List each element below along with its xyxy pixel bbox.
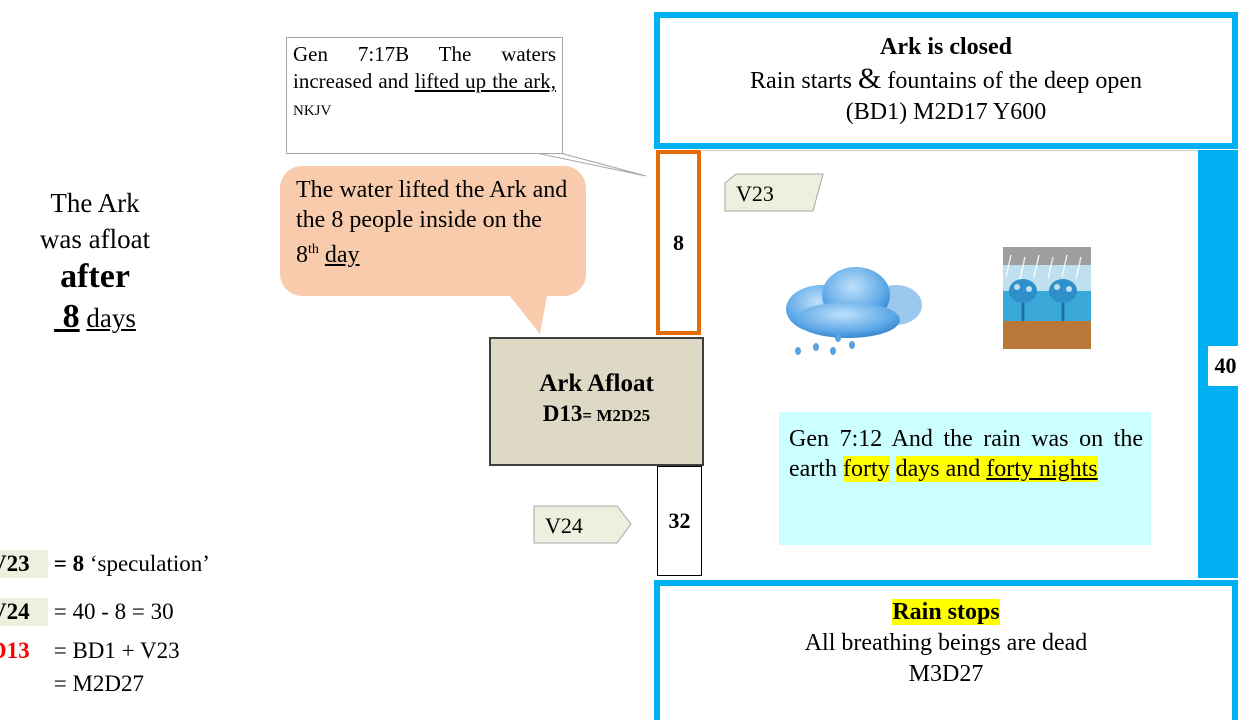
formula-v23-value: ‘speculation’ — [89, 551, 210, 576]
eight-day-bar: 8 — [656, 150, 701, 335]
thirty-two-day-bar: 32 — [657, 466, 702, 576]
rain-starts-line: Rain starts & fountains of the deep open — [750, 62, 1142, 95]
v23-tag-label: V23 — [736, 181, 774, 206]
v24-tag: V24 — [533, 505, 632, 544]
forty-day-label: 40 — [1208, 346, 1243, 386]
summary-line-1: The Ark — [50, 188, 140, 218]
rain-cloud-icon — [786, 267, 922, 355]
gen712-days-and: days and — [895, 456, 987, 482]
summary-line-2: was afloat — [39, 224, 151, 254]
afloat-summary: The Ark was afloat after 8 days — [0, 185, 190, 337]
summary-after: after — [60, 258, 130, 295]
v23-tag: V23 — [724, 173, 824, 212]
ark-afloat-box: Ark Afloat D13= M2D25 — [489, 337, 704, 466]
rain-stops-box: Rain stops All breathing beings are dead… — [654, 580, 1238, 720]
ark-afloat-date: D13= M2D25 — [542, 401, 651, 426]
bubble-day-number: 8 — [296, 242, 308, 268]
ark-afloat-title: Ark Afloat — [539, 370, 654, 397]
formula-key-v24: V24 — [0, 598, 48, 626]
quote-text: Gen 7:17B The waters increased and — [293, 42, 556, 93]
v24-tag-label: V24 — [545, 513, 583, 538]
bubble-ordinal: th — [308, 242, 319, 257]
start-date-line: (BD1) M2D17 Y600 — [845, 99, 1047, 125]
bubble-text: The water lifted the Ark and the 8 peopl… — [296, 177, 568, 233]
formula-v24-value: = 40 - 8 = 30 — [53, 599, 174, 624]
scripture-quote-callout: Gen 7:17B The waters increased and lifte… — [286, 37, 563, 154]
formula-d13-result: = M2D27 — [0, 670, 144, 698]
quote-version: NKJV — [293, 103, 332, 119]
formula-v23-bold: = 8 — [53, 551, 90, 576]
gen712-forty-nights: forty nights — [986, 456, 1098, 482]
summary-days-unit: days — [86, 303, 136, 333]
fountains-icon — [1003, 247, 1091, 349]
gen712-forty: forty — [842, 456, 890, 482]
formula-v24: V24 = 40 - 8 = 30 — [0, 598, 174, 626]
rain-stops-title: Rain stops — [892, 599, 1000, 625]
bubble-pointer — [505, 290, 548, 334]
formula-d13: D13 = BD1 + V23 — [0, 637, 180, 665]
end-date-line: M3D27 — [908, 661, 984, 687]
ark-closed-box: Ark is closed Rain starts & fountains of… — [654, 12, 1238, 149]
genesis-7-12-quote: Gen 7:12 And the rain was on the earth f… — [779, 412, 1151, 545]
summary-days-number: 8 — [62, 298, 80, 335]
water-lifted-bubble: The water lifted the Ark and the 8 peopl… — [280, 166, 586, 296]
beings-dead-line: All breathing beings are dead — [804, 630, 1088, 656]
gen712-text: Gen 7:12 And the rain was on the earth — [789, 426, 1143, 482]
formula-d13-value: = BD1 + V23 — [53, 638, 180, 663]
summary-days: 8 days — [0, 297, 190, 337]
formula-key-d13: D13 — [0, 638, 30, 663]
formula-d13-result-value: = M2D27 — [53, 671, 145, 696]
quote-underlined: lifted up the ark, — [414, 69, 556, 93]
ark-closed-title: Ark is closed — [880, 34, 1012, 60]
formula-v23: V23 = 8 ‘speculation’ — [0, 550, 210, 578]
formula-key-v23: V23 — [0, 550, 48, 578]
bubble-day-word: day — [324, 242, 360, 268]
